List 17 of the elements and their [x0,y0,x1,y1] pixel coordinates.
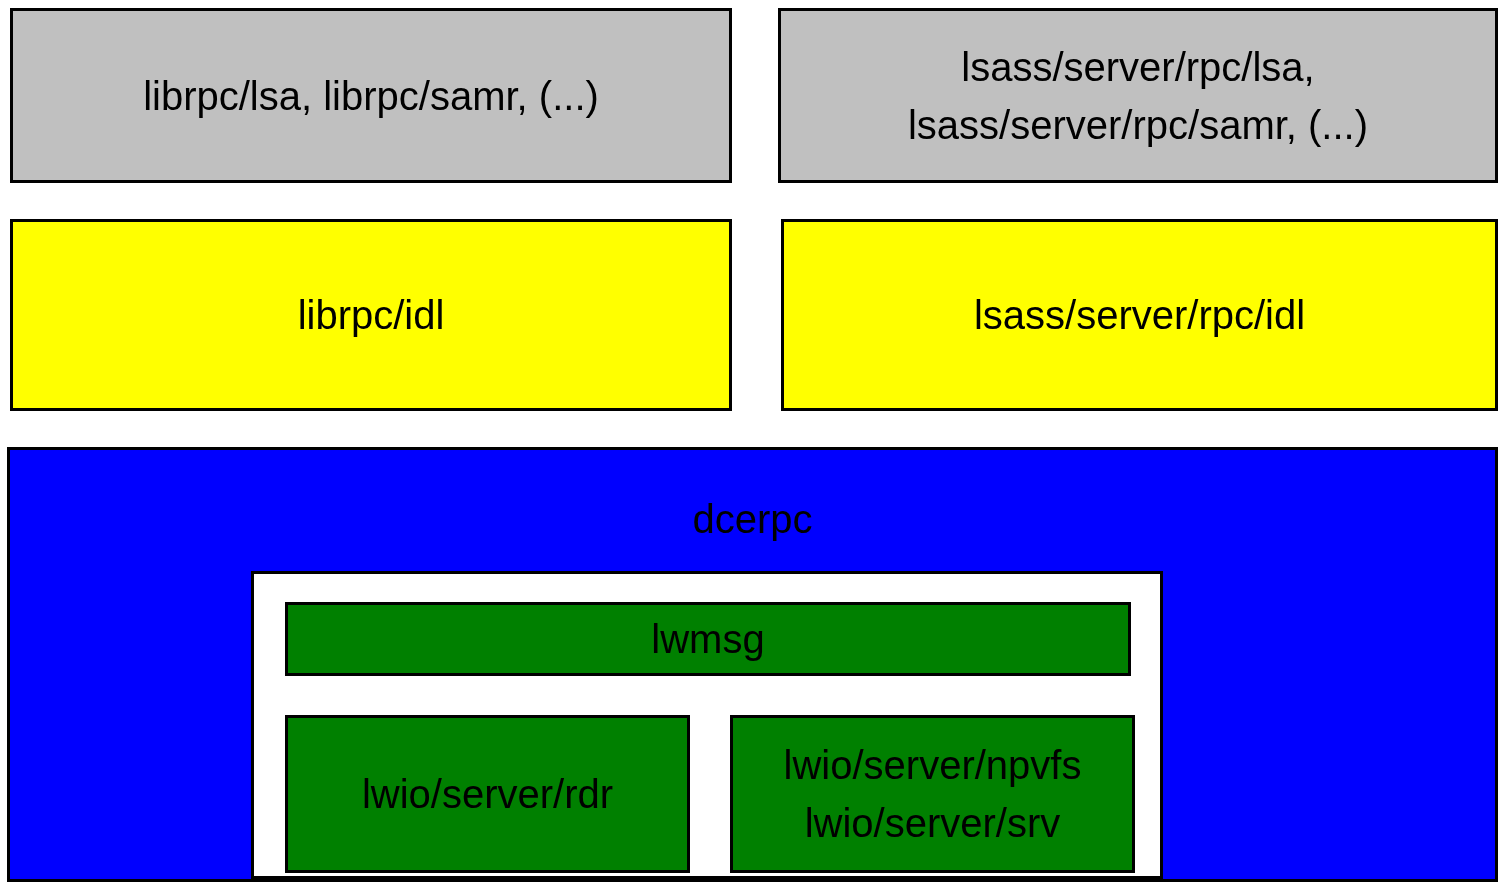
module-box [730,715,1135,873]
layer-box [7,447,1498,882]
module-box [285,602,1131,676]
layer-label: dcerpc [692,496,813,543]
layer-label: lwio/server/rdr [361,771,614,818]
layer-box [778,8,1498,183]
layer-box [781,219,1498,411]
layer-label: lsass/server/rpc/idl [973,292,1306,339]
layer-label: librpc/idl [297,292,445,339]
layer-label: lsass/server/rpc/lsa, lsass/server/rpc/samr, (...) [906,43,1370,149]
layer-label: lwmsg [651,616,765,663]
layer-box [10,219,732,411]
frame-box [251,571,1163,879]
layer-box [10,8,732,183]
layer-label: lwio/server/npvfs lwio/server/srv [782,742,1083,847]
module-box [285,715,690,873]
layer-label: librpc/lsa, librpc/samr, (...) [143,72,599,120]
